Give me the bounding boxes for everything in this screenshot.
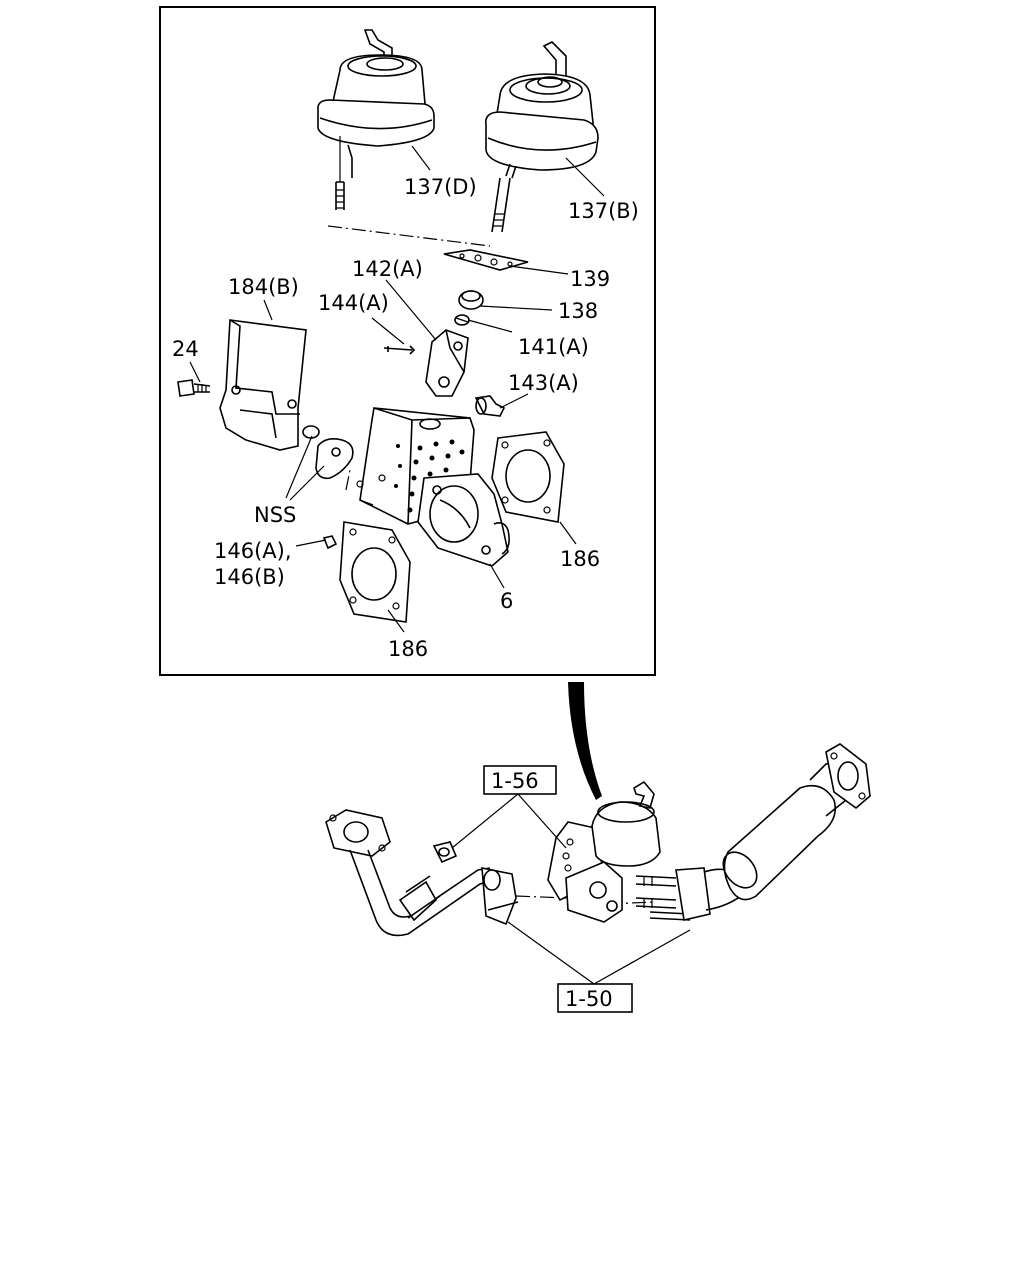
pin-144a: [383, 345, 416, 355]
label-139: 139: [570, 267, 610, 291]
bracket-184b: [219, 319, 307, 451]
block-centerline: [345, 469, 377, 507]
alignment-line: [327, 225, 491, 247]
label-nss: NSS: [254, 503, 296, 527]
label-143a: 143(A): [508, 371, 579, 395]
bolt-24: [177, 379, 211, 397]
actuator-137b: [484, 41, 599, 233]
nut-138: [458, 290, 484, 310]
bolt-143a: [474, 395, 506, 417]
label-144a: 144(A): [318, 291, 389, 315]
exhaust-pipe-left: [325, 809, 519, 937]
clip-141a: [454, 314, 470, 326]
label-6: 6: [500, 589, 513, 613]
ref-box-1-56: 1-56: [451, 765, 567, 849]
ref-1-56-label: 1-56: [491, 769, 539, 793]
actuator-137d: [317, 29, 435, 210]
nut-overview: [432, 841, 458, 864]
label-141a: 141(A): [518, 335, 589, 359]
nss-parts: [302, 425, 354, 480]
label-138: 138: [558, 299, 598, 323]
label-184b: 184(B): [228, 275, 299, 299]
label-186-bottom: 186: [388, 637, 428, 661]
leader-lines: [189, 145, 605, 633]
label-137d: 137(D): [404, 175, 477, 199]
ref-box-1-50: 1-50: [507, 921, 691, 1013]
nut-146: [322, 535, 338, 550]
exhaust-catalyst-right: [675, 743, 871, 921]
label-186-right: 186: [560, 547, 600, 571]
ref-1-50-label: 1-50: [565, 987, 613, 1011]
label-142a: 142(A): [352, 257, 423, 281]
lever-142a: [425, 329, 469, 397]
gasket-186-bottom: [339, 521, 411, 623]
studs-overview: [635, 875, 691, 921]
label-146a: 146(A),: [214, 539, 292, 563]
egr-valve-overview: [547, 780, 661, 923]
gasket-139: [443, 249, 529, 271]
flange-6: [417, 473, 510, 567]
label-146b: 146(B): [214, 565, 285, 589]
detail-frame: [159, 6, 656, 676]
joint-line-left: [515, 895, 567, 899]
gasket-186-right: [491, 431, 565, 523]
callout-arrow: [568, 682, 602, 800]
label-137b: 137(B): [568, 199, 639, 223]
label-24: 24: [172, 337, 199, 361]
